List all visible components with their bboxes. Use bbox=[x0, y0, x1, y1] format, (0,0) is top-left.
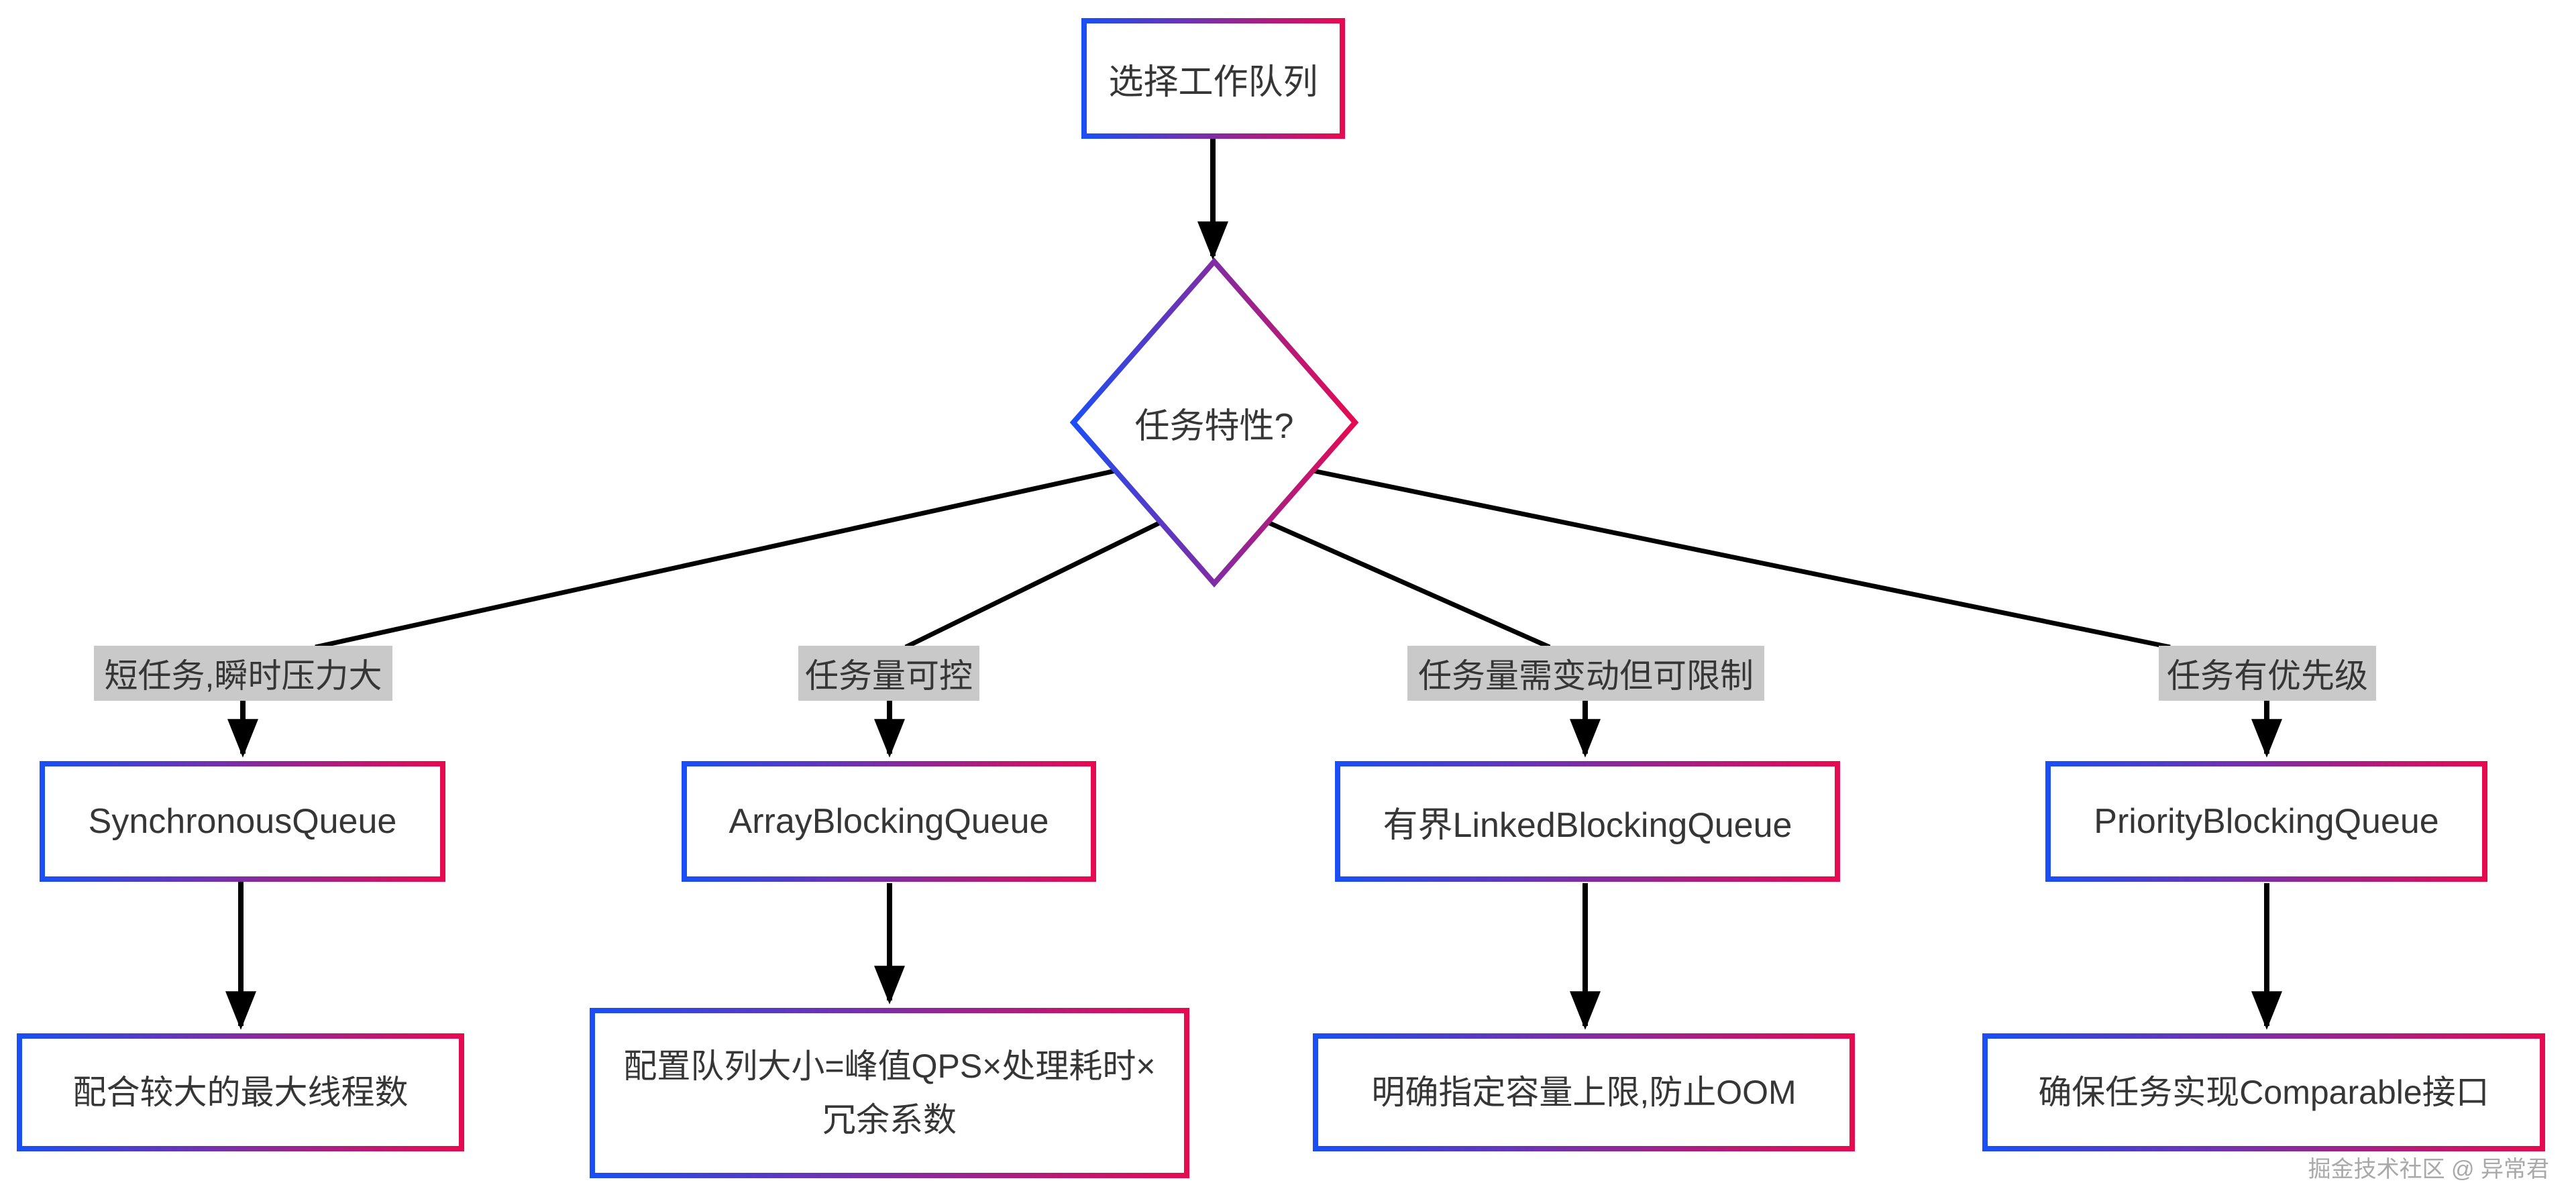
watermark: 掘金技术社区 @ 异常君 bbox=[2308, 1157, 2549, 1182]
edge-label-condition-4: 任务有优先级 bbox=[2159, 646, 2376, 701]
node-queue-linkedblockingqueue: 有界LinkedBlockingQueue bbox=[1335, 761, 1840, 882]
queue-name: PriorityBlockingQueue bbox=[2094, 802, 2439, 841]
edge-label-condition-3: 任务量需变动但可限制 bbox=[1407, 646, 1764, 701]
advice-text: 明确指定容量上限,防止OOM bbox=[1371, 1074, 1796, 1111]
edge-line-branch-2 bbox=[904, 520, 1162, 650]
queue-name: 有界LinkedBlockingQueue bbox=[1383, 805, 1792, 845]
node-start-label: 选择工作队列 bbox=[1108, 62, 1318, 102]
edge-line-branch-3 bbox=[1267, 520, 1551, 650]
edge-line-branch-1 bbox=[315, 468, 1116, 650]
advice-text: 配合较大的最大线程数 bbox=[72, 1074, 409, 1111]
edge-line-branch-4 bbox=[1312, 468, 2171, 650]
edge-label-condition-2: 任务量可控 bbox=[798, 646, 979, 701]
decision-diamond-shape bbox=[1069, 257, 1359, 588]
node-advice-4: 确保任务实现Comparable接口 bbox=[1982, 1033, 2545, 1151]
advice-text: 配置队列大小=峰值QPS×处理耗时×冗余系数 bbox=[623, 1047, 1156, 1139]
edge-label-condition-1: 短任务,瞬时压力大 bbox=[94, 646, 392, 701]
node-advice-3: 明确指定容量上限,防止OOM bbox=[1313, 1033, 1855, 1151]
node-advice-2: 配置队列大小=峰值QPS×处理耗时×冗余系数 bbox=[590, 1008, 1189, 1178]
advice-text: 确保任务实现Comparable接口 bbox=[2038, 1074, 2489, 1111]
node-advice-1: 配合较大的最大线程数 bbox=[17, 1033, 464, 1151]
queue-name: SynchronousQueue bbox=[88, 802, 397, 841]
queue-name: ArrayBlockingQueue bbox=[729, 802, 1049, 841]
node-queue-arrayblockingqueue: ArrayBlockingQueue bbox=[682, 761, 1096, 882]
node-start: 选择工作队列 bbox=[1081, 18, 1345, 139]
node-queue-priorityblockingqueue: PriorityBlockingQueue bbox=[2045, 761, 2487, 882]
node-queue-synchronousqueue: SynchronousQueue bbox=[40, 761, 445, 882]
